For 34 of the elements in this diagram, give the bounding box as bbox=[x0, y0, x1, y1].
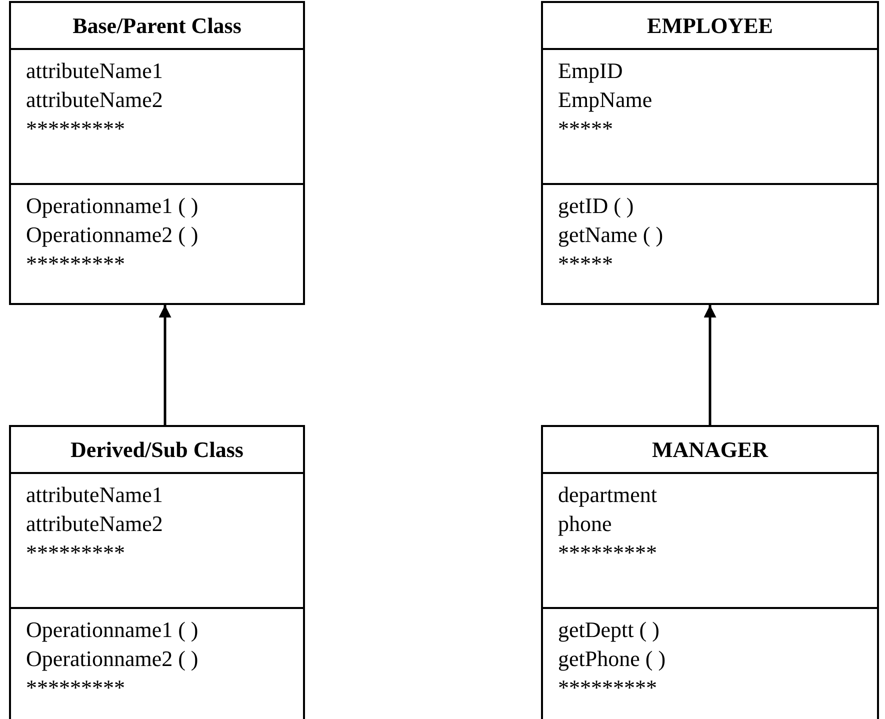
attribute-text: ********* bbox=[26, 539, 125, 567]
operation-text: Operationname2 ( ) bbox=[26, 221, 198, 249]
operation-text: getPhone ( ) bbox=[558, 645, 666, 673]
attribute-text: department bbox=[558, 481, 657, 509]
class-box bbox=[541, 1, 879, 305]
attribute-text: attributeName1 bbox=[26, 481, 163, 509]
attribute-text: EmpID bbox=[558, 57, 623, 85]
operation-text: ********* bbox=[26, 250, 125, 278]
operation-text: Operationname1 ( ) bbox=[26, 616, 198, 644]
operation-text: getDeptt ( ) bbox=[558, 616, 660, 644]
inheritance-arrow bbox=[158, 305, 172, 425]
attribute-text: attributeName1 bbox=[26, 57, 163, 85]
attribute-text: ********* bbox=[26, 115, 125, 143]
class-box bbox=[9, 1, 305, 305]
operation-text: getID ( ) bbox=[558, 192, 634, 220]
operation-text: ********* bbox=[26, 674, 125, 702]
attribute-text: ***** bbox=[558, 115, 613, 143]
attribute-text: phone bbox=[558, 510, 612, 538]
inheritance-arrow bbox=[704, 305, 716, 425]
class-box bbox=[541, 425, 879, 719]
class-box bbox=[9, 425, 305, 719]
operation-text: ***** bbox=[558, 250, 613, 278]
attribute-text: ********* bbox=[558, 539, 657, 567]
operation-text: Operationname1 ( ) bbox=[26, 192, 198, 220]
class-name: Base/Parent Class bbox=[72, 12, 242, 40]
class-name: MANAGER bbox=[652, 436, 768, 464]
attribute-text: attributeName2 bbox=[26, 86, 163, 114]
class-name: Derived/Sub Class bbox=[70, 436, 244, 464]
class-name: EMPLOYEE bbox=[647, 12, 773, 40]
operation-text: Operationname2 ( ) bbox=[26, 645, 198, 673]
operation-text: ********* bbox=[558, 674, 657, 702]
attribute-text: EmpName bbox=[558, 86, 652, 114]
attribute-text: attributeName2 bbox=[26, 510, 163, 538]
operation-text: getName ( ) bbox=[558, 221, 664, 249]
